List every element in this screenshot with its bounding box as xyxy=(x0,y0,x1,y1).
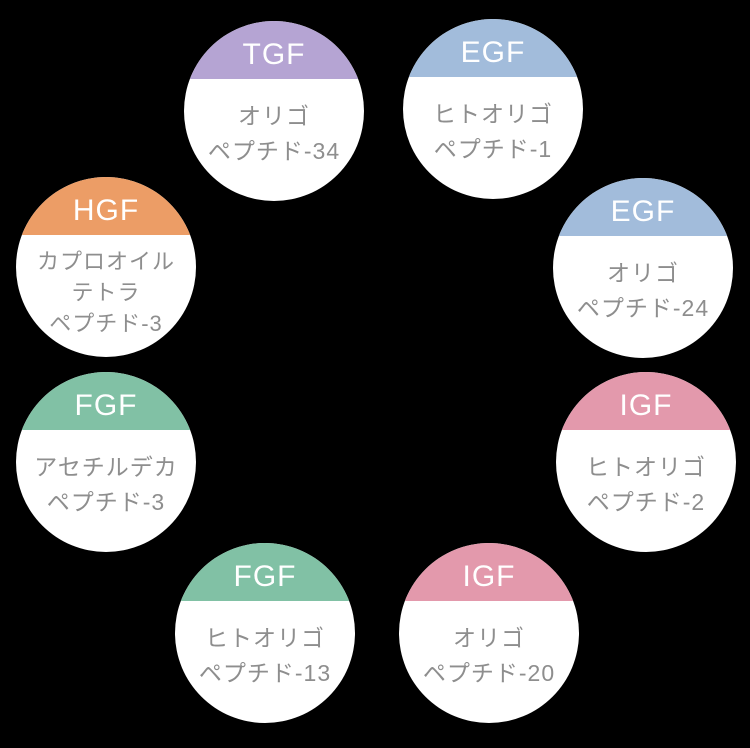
node-tgf-peptide-34: TGF オリゴ ペプチド-34 xyxy=(184,21,364,201)
ingredient-line: ヒトオリゴ xyxy=(205,625,325,651)
ingredient-line: ペプチド-3 xyxy=(49,310,163,336)
ingredient-name: オリゴ ペプチド-34 xyxy=(184,79,364,201)
growth-factor-label: HGF xyxy=(72,194,140,227)
growth-factor-label: IGF xyxy=(462,560,516,593)
ingredient-line: ペプチド-20 xyxy=(422,660,556,686)
ingredient-line: オリゴ xyxy=(238,103,310,129)
growth-factor-header: TGF xyxy=(184,21,364,79)
ingredient-line: ペプチド-13 xyxy=(198,660,332,686)
ingredient-line: テトラ xyxy=(71,279,141,305)
ingredient-line: カプロオイル xyxy=(36,248,175,274)
ingredient-line: ペプチド-34 xyxy=(207,138,341,164)
node-igf-peptide-2: IGF ヒトオリゴ ペプチド-2 xyxy=(556,372,736,552)
ingredient-line: ヒトオリゴ xyxy=(586,454,706,480)
growth-factor-label: FGF xyxy=(74,389,138,422)
growth-factor-header: EGF xyxy=(553,178,733,236)
node-egf-peptide-1: EGF ヒトオリゴ ペプチド-1 xyxy=(403,19,583,199)
node-egf-peptide-24: EGF オリゴ ペプチド-24 xyxy=(553,178,733,358)
growth-factor-header: FGF xyxy=(16,372,196,430)
ingredient-name: ヒトオリゴ ペプチド-2 xyxy=(556,430,736,552)
node-fgf-decapeptide-3: FGF アセチルデカ ペプチド-3 xyxy=(16,372,196,552)
growth-factor-label: EGF xyxy=(610,195,676,228)
ingredient-name: カプロオイル テトラ ペプチド-3 xyxy=(16,235,196,357)
ingredient-line: オリゴ xyxy=(607,260,679,286)
ingredient-line: ペプチド-24 xyxy=(576,295,710,321)
ingredient-name: アセチルデカ ペプチド-3 xyxy=(16,430,196,552)
node-hgf-tetrapeptide-3: HGF カプロオイル テトラ ペプチド-3 xyxy=(16,177,196,357)
growth-factor-header: IGF xyxy=(399,543,579,601)
growth-factor-header: FGF xyxy=(175,543,355,601)
growth-factor-label: TGF xyxy=(242,38,306,71)
growth-factor-label: FGF xyxy=(233,560,297,593)
growth-factor-header: HGF xyxy=(16,177,196,235)
node-fgf-peptide-13: FGF ヒトオリゴ ペプチド-13 xyxy=(175,543,355,723)
ingredient-line: ペプチド-2 xyxy=(586,489,706,515)
ingredient-line: アセチルデカ xyxy=(34,454,178,480)
ingredient-line: ペプチド-3 xyxy=(46,489,166,515)
ingredient-name: オリゴ ペプチド-24 xyxy=(553,236,733,358)
ingredient-line: ヒトオリゴ xyxy=(433,101,553,127)
growth-factor-header: EGF xyxy=(403,19,583,77)
ingredient-line: オリゴ xyxy=(453,625,525,651)
ingredient-name: ヒトオリゴ ペプチド-13 xyxy=(175,601,355,723)
ingredient-name: オリゴ ペプチド-20 xyxy=(399,601,579,723)
growth-factor-header: IGF xyxy=(556,372,736,430)
ingredient-name: ヒトオリゴ ペプチド-1 xyxy=(403,77,583,199)
node-igf-peptide-20: IGF オリゴ ペプチド-20 xyxy=(399,543,579,723)
ingredient-line: ペプチド-1 xyxy=(433,136,553,162)
growth-factor-label: IGF xyxy=(619,389,673,422)
growth-factor-label: EGF xyxy=(460,36,526,69)
